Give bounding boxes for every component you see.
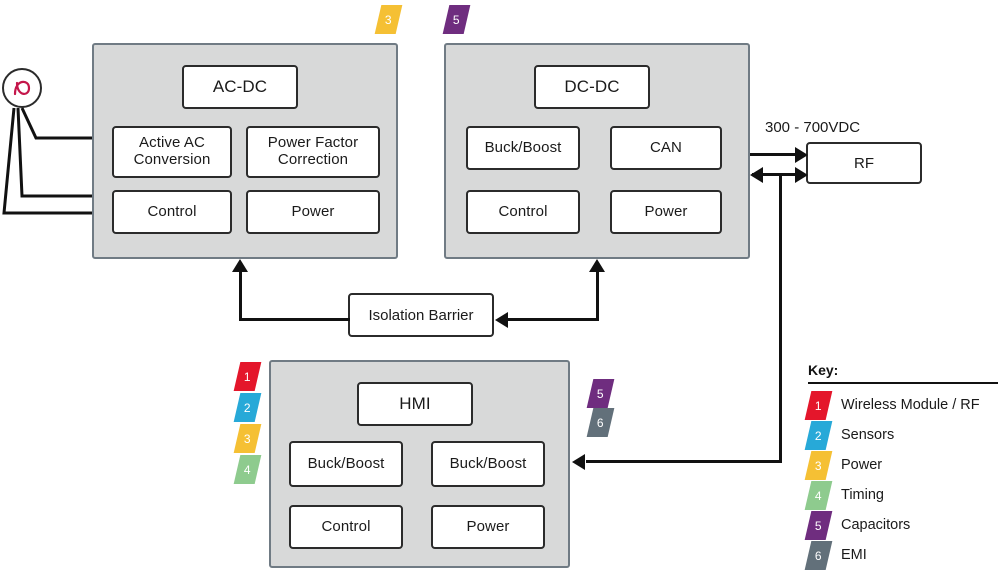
key-item-sensors: 2 Sensors — [804, 420, 998, 450]
block-power-factor-correction: Power Factor Correction — [246, 126, 380, 178]
badge-4-hmi-number: 4 — [244, 462, 251, 477]
badge-3-ac-dc-number: 3 — [385, 12, 392, 27]
key-label-3: Power — [841, 457, 883, 473]
block-buck-boost-hmi-left: Buck/Boost — [289, 441, 403, 487]
line-dcdc-to-iso-h — [508, 318, 599, 321]
badge-1-hmi: 1 — [233, 362, 262, 391]
key-label-2: Sensors — [841, 427, 895, 443]
block-power-hmi: Power — [431, 505, 545, 549]
arrowhead-dcdc-in — [750, 167, 763, 183]
line-dcdc-to-iso-v — [596, 272, 599, 319]
badge-1-hmi-number: 1 — [244, 369, 251, 384]
sine-wave-icon — [13, 80, 31, 96]
module-hmi: HMI Buck/Boost Buck/Boost Control Power — [269, 360, 570, 568]
arrowhead-iso-in — [495, 312, 508, 328]
box-isolation-barrier: Isolation Barrier — [348, 293, 494, 337]
key-item-power: 3 Power — [804, 450, 998, 480]
line-dcdc-rf-bottom — [752, 173, 798, 176]
block-control-hmi: Control — [289, 505, 403, 549]
key-badge-4-number: 4 — [815, 488, 822, 502]
block-hmi-header: HMI — [357, 382, 473, 426]
key-badge-2-number: 2 — [815, 428, 822, 442]
badge-3-hmi: 3 — [233, 424, 262, 453]
line-rfbus-to-hmi — [586, 460, 781, 463]
arrowhead-rf-in — [795, 167, 808, 183]
block-active-ac-conversion: Active AC Conversion — [112, 126, 232, 178]
badge-6-hmi: 6 — [586, 408, 615, 437]
badge-2-hmi-number: 2 — [244, 400, 251, 415]
block-control-acdc: Control — [112, 190, 232, 234]
key-badge-5: 5 — [804, 510, 833, 540]
ac-source-wires — [2, 107, 95, 215]
arrowhead-dcdc-rf-top — [795, 147, 808, 163]
arrowhead-acdc-bottom — [232, 259, 248, 272]
badge-4-hmi: 4 — [233, 455, 262, 484]
arrowhead-hmi-in — [572, 454, 585, 470]
module-dc-dc: DC-DC Buck/Boost CAN Control Power — [444, 43, 750, 259]
badge-5-dc-dc-number: 5 — [453, 12, 460, 27]
line-iso-to-acdc-v — [239, 272, 242, 321]
key-badge-1: 1 — [804, 390, 833, 420]
module-ac-dc: AC-DC Active AC Conversion Power Factor … — [92, 43, 398, 259]
key-item-emi: 6 EMI — [804, 540, 998, 570]
badge-2-hmi: 2 — [233, 393, 262, 422]
key-badge-3-number: 3 — [815, 458, 822, 472]
key-badge-4: 4 — [804, 480, 833, 510]
badge-3-hmi-number: 3 — [244, 431, 251, 446]
key-badge-5-number: 5 — [815, 518, 822, 532]
key-item-timing: 4 Timing — [804, 480, 998, 510]
key-divider — [808, 382, 998, 384]
badge-3-ac-dc: 3 — [374, 5, 403, 34]
key-badge-6: 6 — [804, 540, 833, 570]
key-label-1: Wireless Module / RF — [841, 397, 980, 413]
voltage-label: 300 - 700VDC — [765, 119, 861, 136]
block-can: CAN — [610, 126, 722, 170]
block-buck-boost-dcdc: Buck/Boost — [466, 126, 580, 170]
block-dc-dc-header: DC-DC — [534, 65, 650, 109]
badge-5-hmi: 5 — [586, 379, 615, 408]
key-badge-3: 3 — [804, 450, 833, 480]
block-power-acdc: Power — [246, 190, 380, 234]
ac-source-symbol — [2, 68, 42, 108]
key-label-6: EMI — [841, 547, 867, 563]
line-iso-to-acdc-h — [239, 318, 350, 321]
key-badge-6-number: 6 — [815, 548, 822, 562]
badge-5-dc-dc: 5 — [442, 5, 471, 34]
block-control-dcdc: Control — [466, 190, 580, 234]
key-legend: Key: 1 Wireless Module / RF 2 Sensors 3 … — [804, 362, 998, 570]
key-title: Key: — [808, 362, 839, 378]
block-power-dcdc: Power — [610, 190, 722, 234]
block-buck-boost-hmi-right: Buck/Boost — [431, 441, 545, 487]
badge-5-hmi-number: 5 — [597, 386, 604, 401]
block-ac-dc-header: AC-DC — [182, 65, 298, 109]
key-item-capacitors: 5 Capacitors — [804, 510, 998, 540]
line-rfbus-vertical — [779, 173, 782, 463]
arrowhead-dcdc-bottom — [589, 259, 605, 272]
key-badge-1-number: 1 — [815, 398, 822, 412]
badge-6-hmi-number: 6 — [597, 415, 604, 430]
key-label-4: Timing — [841, 487, 884, 503]
line-dcdc-rf-top — [750, 153, 798, 156]
key-item-wireless-module-rf: 1 Wireless Module / RF — [804, 390, 998, 420]
box-rf: RF — [806, 142, 922, 184]
key-label-5: Capacitors — [841, 517, 911, 533]
key-badge-2: 2 — [804, 420, 833, 450]
